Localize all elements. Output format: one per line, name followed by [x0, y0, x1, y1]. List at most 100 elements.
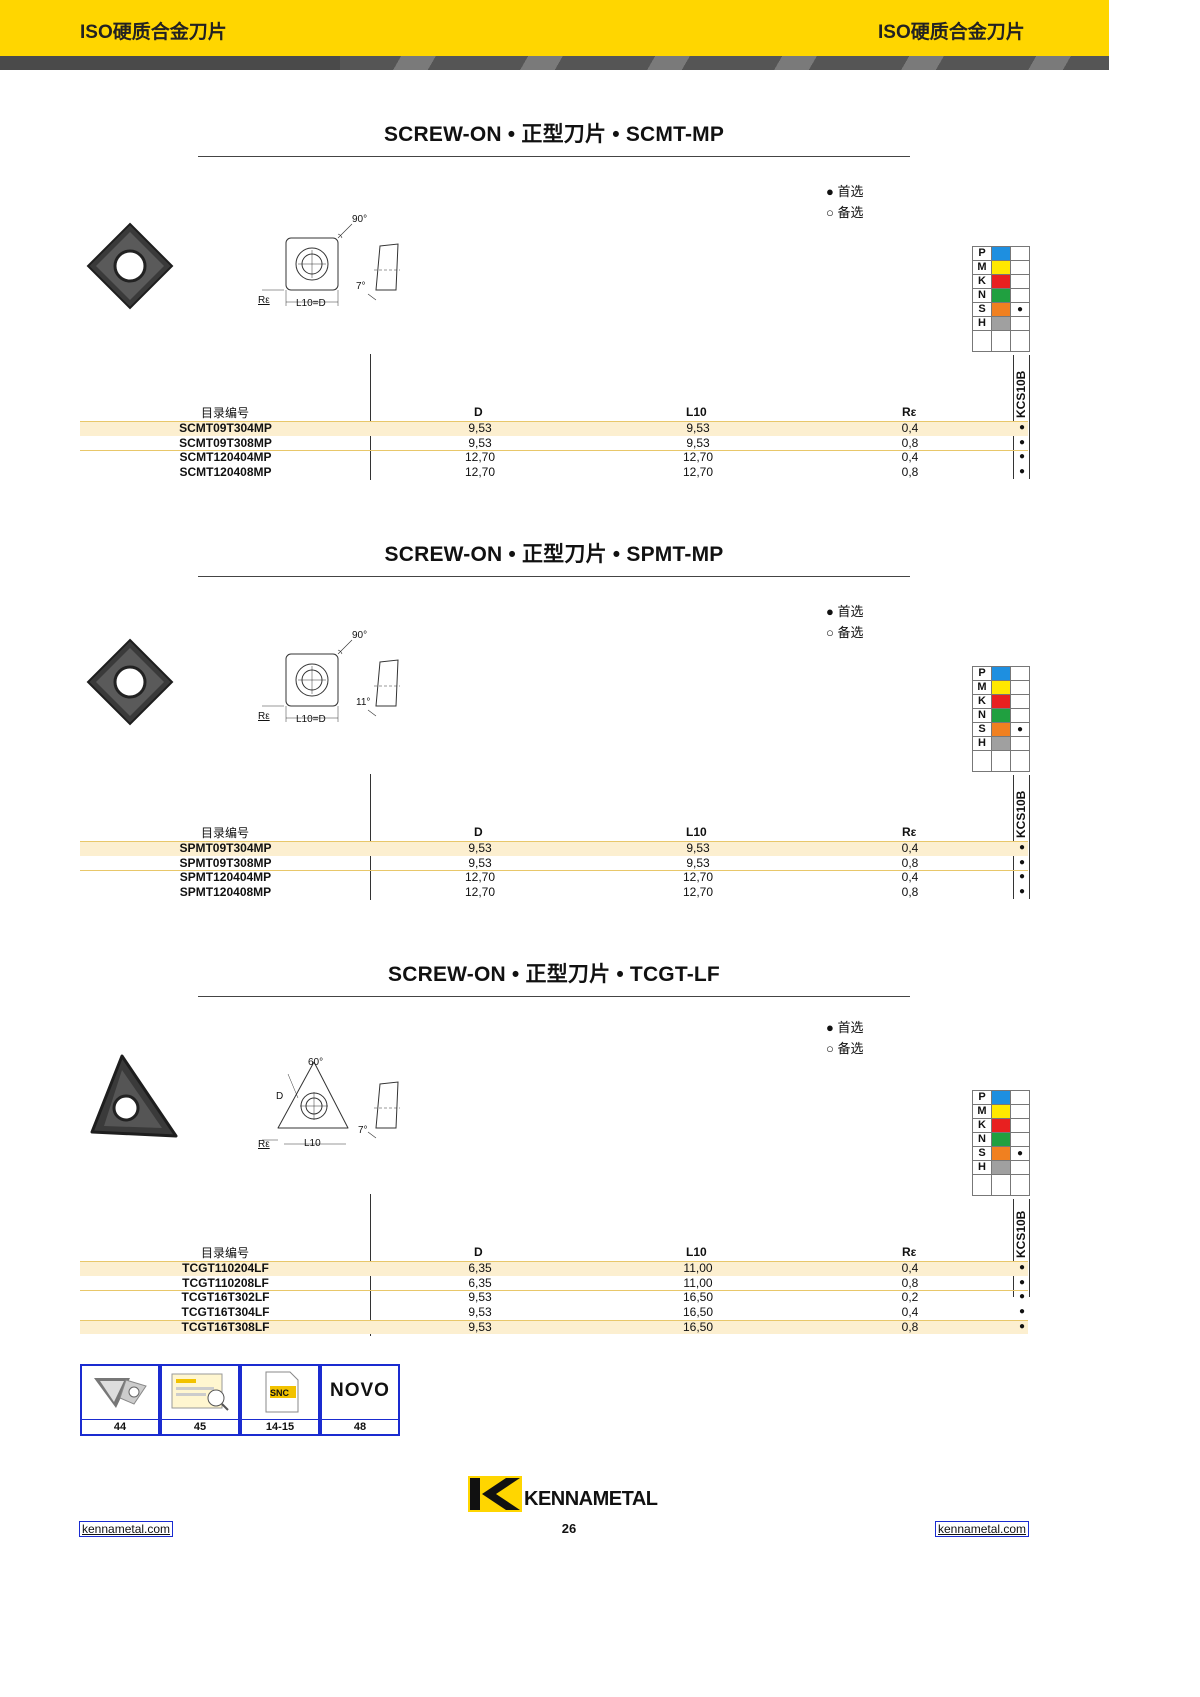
iso-color-swatch: [991, 736, 1011, 751]
catalog-page-icon: [171, 1373, 229, 1411]
drawing-re: Rε: [258, 295, 270, 306]
snc-label: SNC: [270, 1388, 290, 1398]
grade-mark: ●: [1018, 1320, 1026, 1332]
drawing-dim: L10=D: [296, 298, 326, 309]
iso-group-label: S: [972, 722, 992, 737]
insert-photo-icon: [86, 638, 174, 726]
l10-value: 11,00: [683, 1275, 713, 1290]
catalog-number: SPMT09T308MP: [179, 855, 272, 870]
iso-grade-cell: ●: [1010, 302, 1030, 317]
catalog-number: SPMT09T304MP: [179, 841, 272, 855]
footer-link-right[interactable]: kennametal.com: [935, 1521, 1030, 1537]
table-row[interactable]: TCGT16T302LF 9,53 16,50 0,2 ●: [80, 1290, 1028, 1305]
catalog-number: TCGT16T304LF: [181, 1305, 270, 1320]
grade-mark: ●: [1018, 1291, 1026, 1303]
grade-divider: [1029, 355, 1030, 479]
iso-color-swatch: [991, 316, 1011, 331]
table-row[interactable]: SPMT09T304MP 9,53 9,53 0,4 ●: [80, 841, 1028, 856]
iso-group-label: M: [972, 1104, 992, 1119]
ref-box-novo[interactable]: NOVO 48: [320, 1364, 400, 1436]
iso-color-swatch: [991, 694, 1011, 709]
re-value: 0,4: [901, 1261, 919, 1275]
catalog-number: SCMT120404MP: [179, 450, 272, 465]
ref-box-catalog[interactable]: 45: [160, 1364, 240, 1436]
table-row[interactable]: TCGT110208LF 6,35 11,00 0,8 ●: [80, 1276, 1028, 1291]
legend-alternate: ○ 备选: [826, 205, 864, 220]
grade-label: KCS10B: [1014, 370, 1028, 418]
table-row[interactable]: SPMT09T308MP 9,53 9,53 0,8 ●: [80, 856, 1028, 871]
table-row[interactable]: SCMT120408MP 12,70 12,70 0,8 ●: [80, 465, 1028, 480]
d-value: 9,53: [468, 855, 492, 870]
section-divider: [198, 156, 910, 157]
ref-num: 44: [82, 1419, 158, 1434]
iso-color-swatch: [991, 1160, 1011, 1175]
d-value: 12,70: [464, 885, 496, 900]
grade-label: KCS10B: [1014, 1210, 1028, 1258]
table-row[interactable]: SPMT120408MP 12,70 12,70 0,8 ●: [80, 885, 1028, 900]
drawing-angle: 60°: [308, 1057, 324, 1068]
d-value: 6,35: [468, 1275, 492, 1290]
re-value: 0,4: [901, 421, 919, 435]
grade-divider: [1029, 1199, 1030, 1297]
section-divider: [198, 996, 910, 997]
legend-alternate: ○ 备选: [826, 1041, 864, 1056]
table-row[interactable]: TCGT16T304LF 9,53 16,50 0,4 ●: [80, 1305, 1028, 1320]
l10-value: 9,53: [686, 421, 710, 435]
grade-mark: ●: [1018, 451, 1026, 463]
iso-group-label: M: [972, 680, 992, 695]
iso-mark: ●: [1016, 304, 1024, 315]
page-number: 26: [561, 1521, 577, 1536]
iso-mark: ●: [1016, 724, 1024, 735]
iso-color-swatch: [991, 680, 1011, 695]
iso-grade-cell: [1010, 1104, 1030, 1119]
iso-grade-cell: [1010, 274, 1030, 289]
iso-grade-cell: [1010, 1132, 1030, 1147]
table-row[interactable]: TCGT16T308LF 9,53 16,50 0,8 ●: [80, 1319, 1028, 1335]
re-value: 0,2: [901, 1290, 919, 1305]
iso-color-swatch: [991, 1090, 1011, 1105]
iso-grade-cell: [1010, 260, 1030, 275]
table-row[interactable]: SCMT120404MP 12,70 12,70 0,4 ●: [80, 450, 1028, 465]
d-value: 9,53: [468, 421, 492, 435]
iso-group-label: K: [972, 694, 992, 709]
technical-drawing: [262, 1061, 400, 1145]
legend-preferred: ● 首选: [826, 1020, 864, 1035]
table-row[interactable]: SCMT09T308MP 9,53 9,53 0,8 ●: [80, 436, 1028, 451]
legend: ● 首选 ○ 备选: [826, 181, 863, 223]
re-value: 0,4: [901, 450, 919, 465]
iso-grade-cell: [1010, 694, 1030, 709]
grade-label: KCS10B: [1014, 790, 1028, 838]
iso-group-label: P: [972, 1090, 992, 1105]
iso-material-table: P M K N S ●H: [972, 1090, 1030, 1196]
iso-grade-cell: [1010, 736, 1030, 751]
iso-color-swatch: [991, 274, 1011, 289]
drawing-relief: 11°: [356, 697, 371, 708]
catalog-number: SCMT09T304MP: [179, 421, 272, 435]
grade-mark: ●: [1018, 842, 1026, 853]
l10-value: 12,70: [682, 450, 714, 465]
col-l10: L10: [686, 405, 707, 419]
grade-mark: ●: [1018, 466, 1026, 478]
table-row[interactable]: TCGT110204LF 6,35 11,00 0,4 ●: [80, 1261, 1028, 1276]
grade-mark: ●: [1018, 1276, 1026, 1288]
header-bar: ISO硬质合金刀片 ISO硬质合金刀片: [0, 0, 1109, 56]
iso-grade-cell: [1010, 708, 1030, 723]
iso-grade-cell: [1010, 316, 1030, 331]
d-value: 12,70: [464, 450, 496, 465]
table-row[interactable]: SCMT09T304MP 9,53 9,53 0,4 ●: [80, 421, 1028, 436]
iso-color-swatch: [991, 1118, 1011, 1133]
header-right-title: ISO硬质合金刀片: [878, 22, 1025, 43]
iso-color-swatch: [991, 708, 1011, 723]
footer-link-left[interactable]: kennametal.com: [79, 1521, 174, 1537]
iso-material-table: P M K N S ●H: [972, 246, 1030, 352]
col-re: Rε: [902, 1245, 917, 1259]
chipbreaker-icon: [94, 1378, 147, 1408]
ref-box-snc[interactable]: SNC 14-15: [240, 1364, 320, 1436]
ref-box-chipbreaker[interactable]: 44: [80, 1364, 160, 1436]
legend-preferred: ● 首选: [826, 184, 864, 199]
table-row[interactable]: SPMT120404MP 12,70 12,70 0,4 ●: [80, 870, 1028, 885]
l10-value: 16,50: [682, 1290, 714, 1305]
col-catalog: 目录编号: [201, 1246, 250, 1260]
iso-color-swatch: [991, 260, 1011, 275]
d-value: 9,53: [468, 1319, 492, 1334]
